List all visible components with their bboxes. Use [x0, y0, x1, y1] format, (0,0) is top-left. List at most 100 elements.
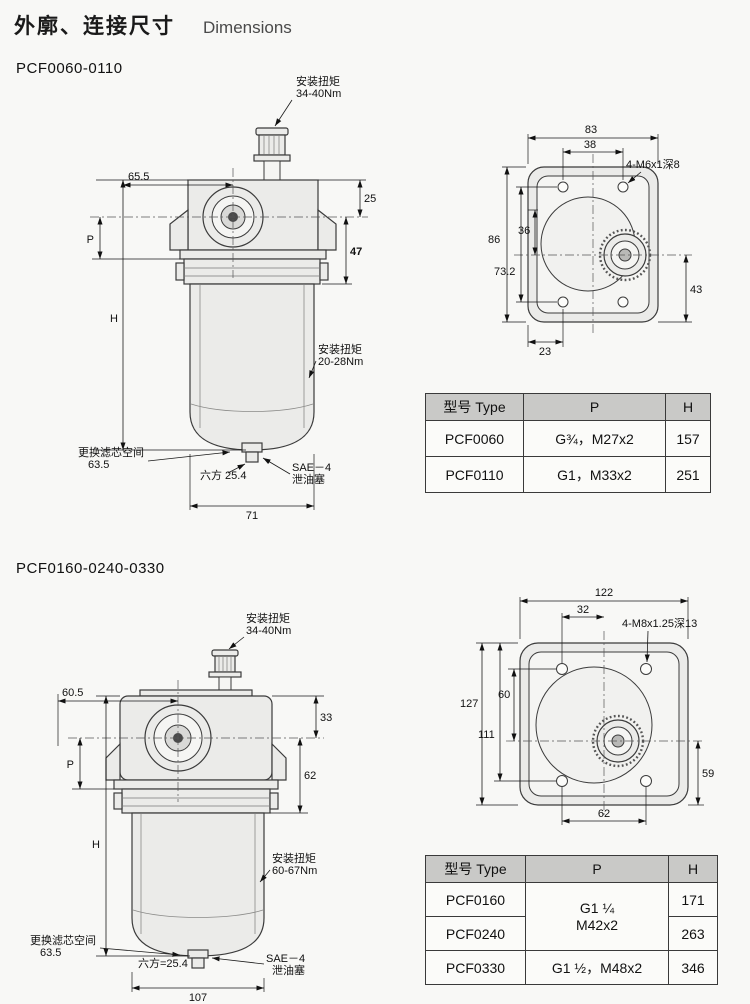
- replace-space-label-1: 更换滤芯空间: [30, 933, 96, 947]
- centerlines: [68, 680, 324, 802]
- drain-label-1: SAE－4: [292, 462, 331, 474]
- torque-body-label-1: 安装扭矩: [272, 851, 316, 865]
- page-header: 外廓、连接尺寸 Dimensions: [14, 10, 292, 40]
- dim-25: 25: [364, 193, 376, 205]
- col-header-p: P: [523, 393, 666, 421]
- hex-label: 六方 25.4: [200, 468, 246, 482]
- dim-127: 127: [460, 698, 478, 710]
- filter-bowl: [189, 283, 315, 451]
- replace-space-label-2: 63.5: [88, 459, 109, 471]
- col-header-h: H: [668, 855, 718, 883]
- cell-p: G¾，M27x2: [523, 420, 666, 457]
- torque-top-label-2: 34-40Nm: [296, 88, 341, 100]
- centerlines: [506, 631, 704, 817]
- torque-body-label-2: 60-67Nm: [272, 865, 317, 877]
- filter-head: [169, 179, 337, 260]
- pcf0160-front-view: 安装扭矩 34-40Nm 60.5 33 P 62 H 安装扭矩 60-67Nm…: [30, 611, 332, 1002]
- pcf0060-front-view: H 65.5 P 25 47 71 安装扭矩 34-40Nm 安装扭矩 20-2…: [78, 74, 376, 522]
- dim-36: 36: [518, 225, 530, 237]
- table-header-row: 型号 Type P H: [425, 393, 711, 421]
- table-row: PCF0330 G1 ½，M48x2 346: [425, 950, 718, 985]
- dim-59: 59: [702, 768, 714, 780]
- bowl-collar: [175, 258, 329, 285]
- drain-plug: [187, 949, 209, 969]
- cell-p-line2: M42x2: [575, 916, 619, 933]
- dim-60: 60: [498, 689, 510, 701]
- bowl-collar: [113, 788, 279, 814]
- table-row: PCF0240 263: [425, 916, 718, 951]
- drain-label-2: 泄油塞: [292, 472, 325, 486]
- filter-bowl: [131, 812, 265, 957]
- hex-label: 六方=25.4: [138, 956, 188, 970]
- table-row: PCF0060 G¾，M27x2 157: [425, 420, 711, 457]
- centerlines: [514, 154, 692, 334]
- dim-47: 47: [350, 246, 362, 258]
- drain-label-2: 泄油塞: [272, 963, 305, 977]
- bypass-indicator-cap: [208, 649, 242, 691]
- cell-h: 251: [665, 456, 711, 493]
- cell-p-line1: G1 ¼: [579, 899, 615, 916]
- cell-h: 171: [668, 882, 718, 917]
- cell-type: PCF0240: [425, 916, 526, 951]
- drain-plug: [241, 442, 263, 463]
- pcf0160-0330-spec-table: 型号 Type P H PCF0160 G1 ¼ M42x2 171 PCF02…: [425, 855, 718, 985]
- dim-23: 23: [539, 346, 551, 357]
- cell-type: PCF0110: [425, 456, 524, 493]
- dim-62: 62: [598, 808, 610, 820]
- bolt-holes: [557, 181, 629, 308]
- pcf0060-end-view: 83 38 4-M6x1深8 86 36 73.2 43 23: [488, 124, 702, 357]
- dim-P: P: [87, 234, 94, 246]
- page-title-cn: 外廓、连接尺寸: [14, 15, 175, 38]
- dim-111: 111: [478, 729, 495, 741]
- dimensions: H 65.5 P 25 47 71 安装扭矩 34-40Nm 安装扭矩 20-2…: [78, 74, 376, 522]
- dim-122: 122: [595, 587, 613, 599]
- thread-callout: 4-M6x1深8: [626, 158, 680, 171]
- section2-heading: PCF0160-0240-0330: [16, 560, 165, 577]
- torque-body-label-1: 安装扭矩: [318, 342, 362, 356]
- dim-107: 107: [189, 992, 207, 1002]
- cell-p: G1 ½，M48x2: [525, 950, 669, 985]
- dim-65-5: 65.5: [128, 171, 149, 183]
- cell-h: 346: [668, 950, 718, 985]
- torque-top-label-1: 安装扭矩: [246, 611, 290, 625]
- torque-body-label-2: 20-28Nm: [318, 356, 363, 368]
- dim-43: 43: [690, 284, 702, 296]
- thread-callout: 4-M8x1.25深13: [622, 617, 697, 630]
- cell-type: PCF0060: [425, 420, 524, 457]
- table-row: PCF0160 G1 ¼ M42x2 171: [425, 882, 718, 951]
- dim-83: 83: [585, 124, 597, 136]
- dim-H: H: [110, 313, 118, 325]
- cell-h: 157: [665, 420, 711, 457]
- filter-head: [105, 689, 287, 790]
- cell-type: PCF0330: [425, 950, 526, 985]
- dim-33: 33: [320, 712, 332, 724]
- pcf0060-0110-spec-table: 型号 Type P H PCF0060 G¾，M27x2 157 PCF0110…: [425, 393, 711, 493]
- drain-label-1: SAE－4: [266, 953, 305, 965]
- col-header-type: 型号 Type: [425, 855, 526, 883]
- page-title-en: Dimensions: [203, 18, 292, 37]
- section1-heading: PCF0060-0110: [16, 60, 123, 77]
- dim-71: 71: [246, 510, 258, 522]
- dim-32: 32: [577, 604, 589, 616]
- pcf0160-end-view: 122 32 4-M8x1.25深13 127 111 60 59 62: [460, 587, 714, 825]
- col-header-h: H: [665, 393, 711, 421]
- cell-type: PCF0160: [425, 882, 526, 917]
- dim-62: 62: [304, 770, 316, 782]
- dim-38: 38: [584, 139, 596, 151]
- cell-p-merged: G1 ¼ M42x2: [525, 882, 669, 951]
- cell-h: 263: [668, 916, 718, 951]
- cell-p: G1，M33x2: [523, 456, 666, 493]
- dimensions: 83 38 4-M6x1深8 86 36 73.2 43 23: [488, 124, 702, 357]
- dim-73-2: 73.2: [494, 266, 515, 278]
- table-row: PCF0110 G1，M33x2 251: [425, 456, 711, 493]
- dimensions: 122 32 4-M8x1.25深13 127 111 60 59 62: [460, 587, 714, 825]
- replace-space-label-1: 更换滤芯空间: [78, 445, 144, 459]
- dim-P: P: [67, 759, 74, 771]
- dim-86: 86: [488, 234, 500, 246]
- table-header-row: 型号 Type P H: [425, 855, 718, 883]
- torque-top-label-2: 34-40Nm: [246, 625, 291, 637]
- bolt-holes: [556, 663, 652, 787]
- dimensions: 安装扭矩 34-40Nm 60.5 33 P 62 H 安装扭矩 60-67Nm…: [30, 611, 332, 1002]
- col-header-p: P: [525, 855, 669, 883]
